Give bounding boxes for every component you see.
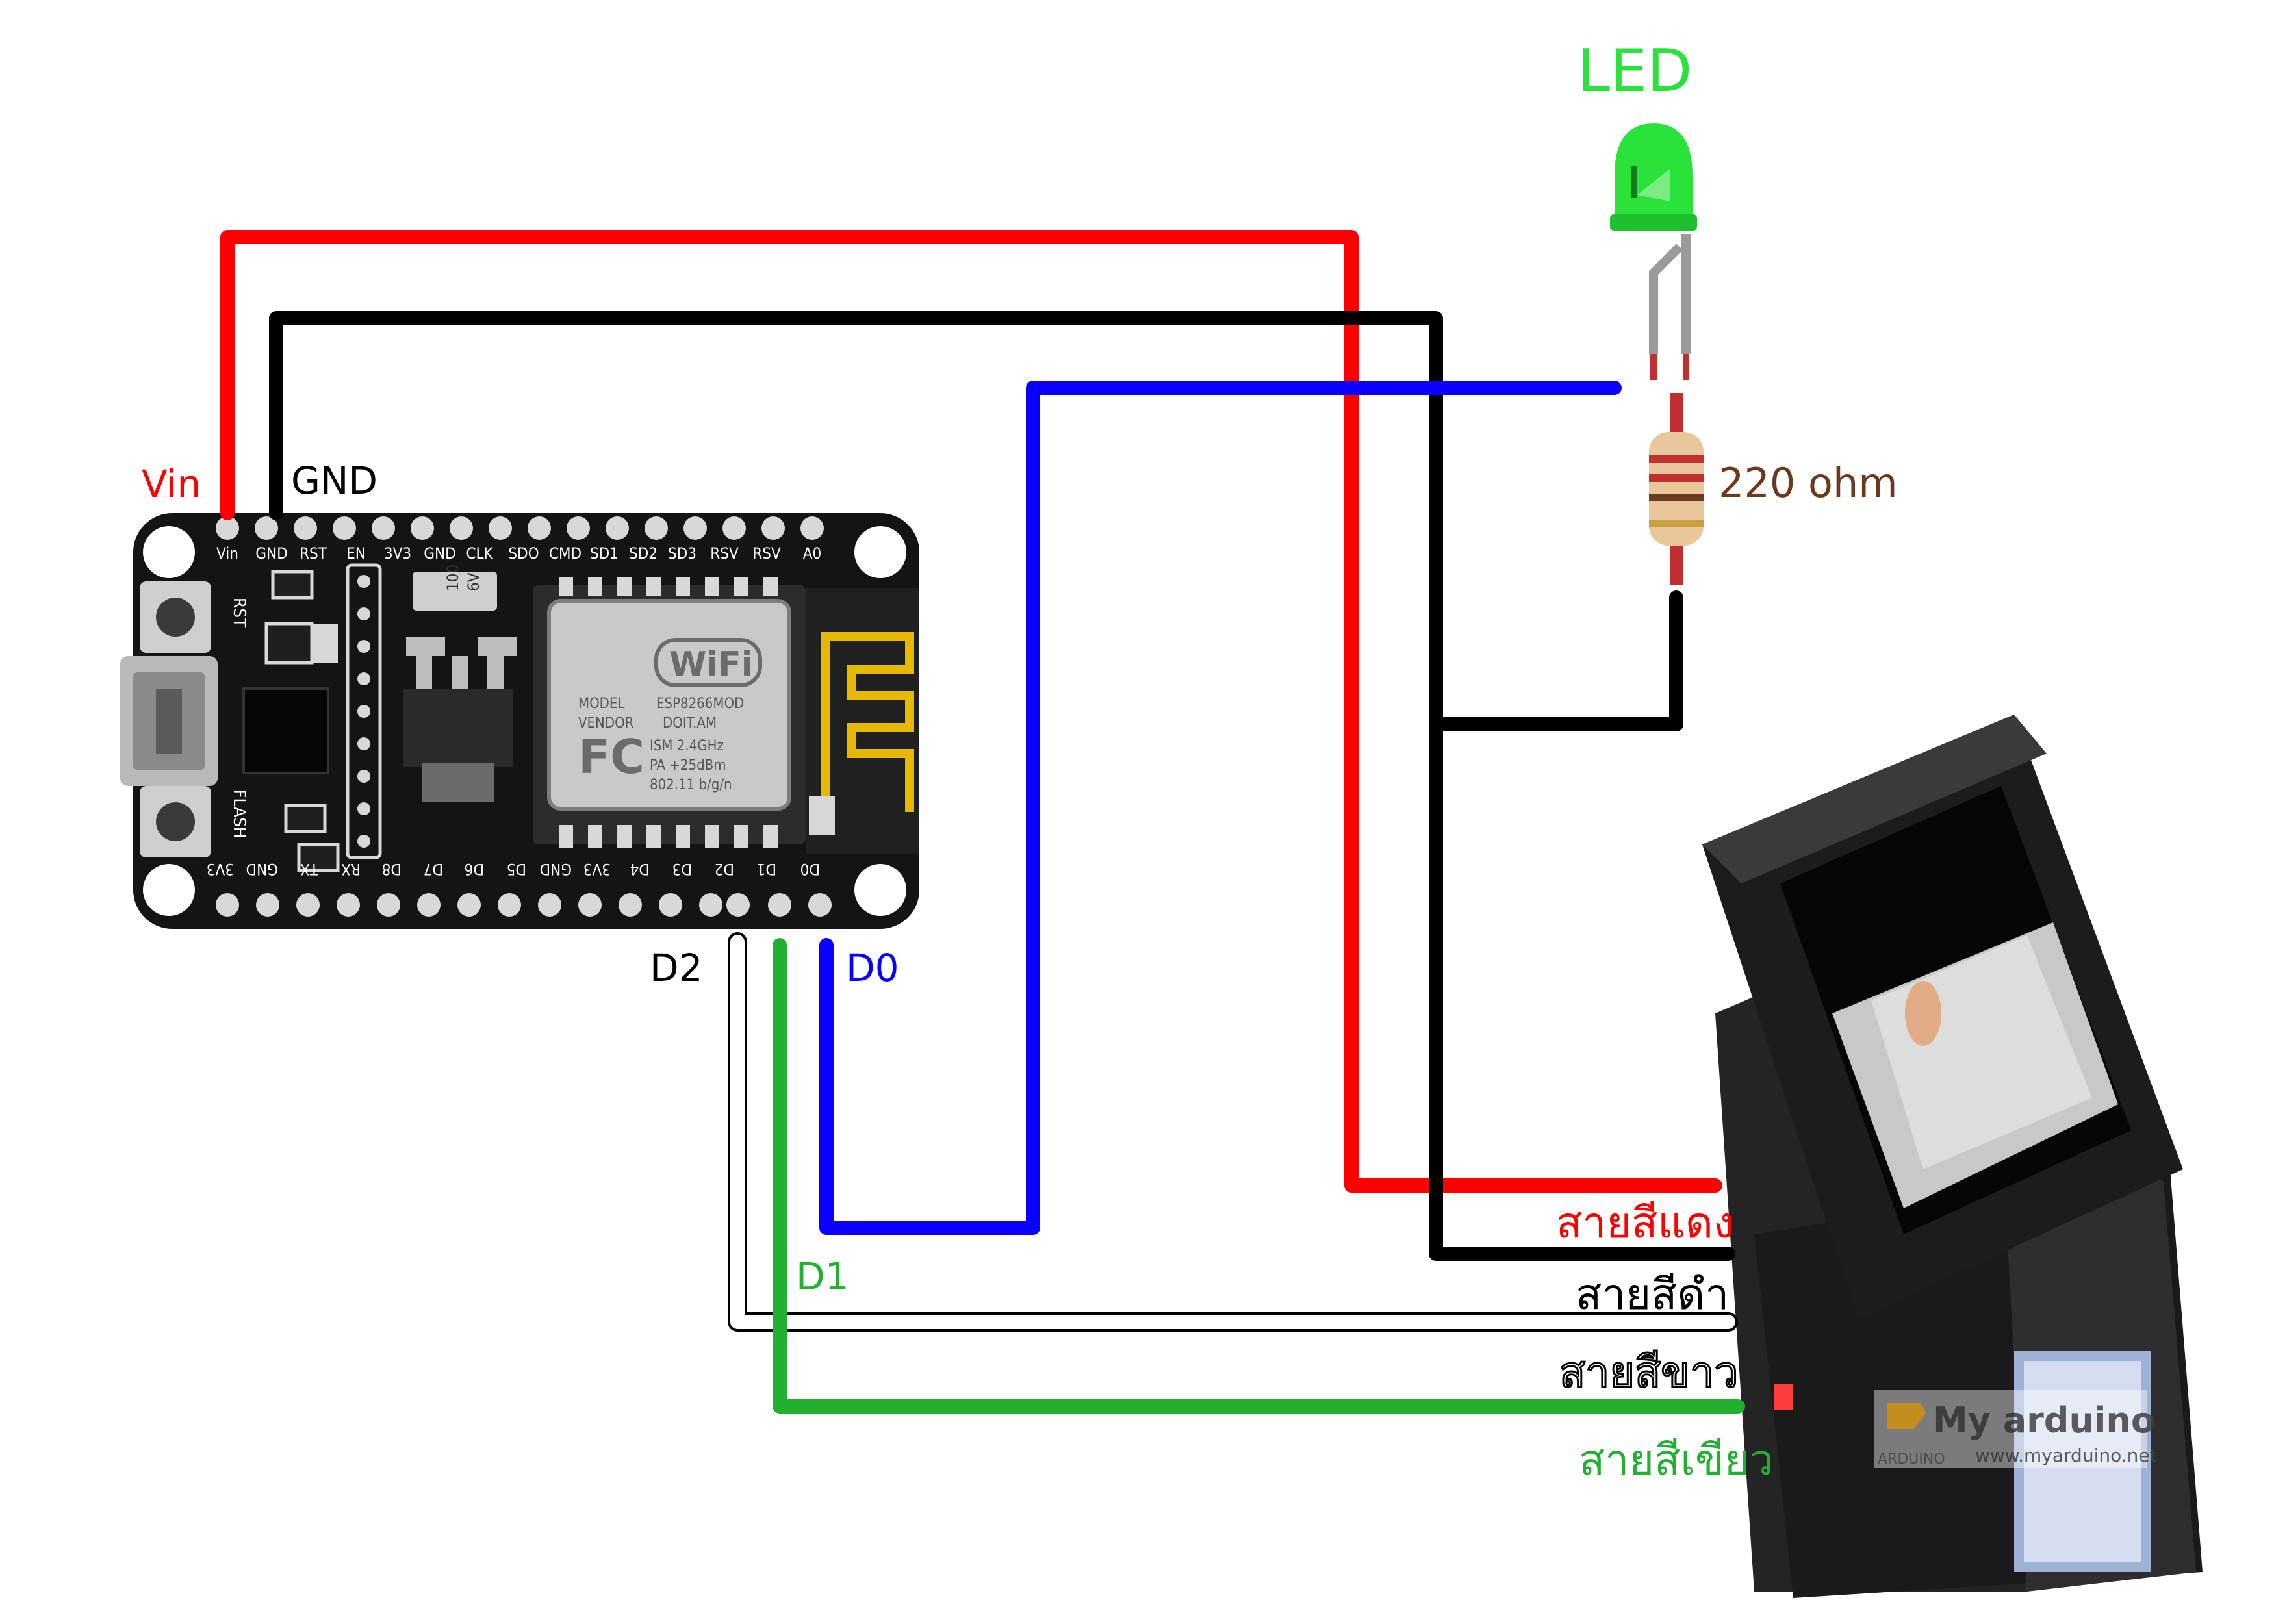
top-pin-header [216,516,824,540]
capacitor [413,572,497,611]
svg-text:D0: D0 [800,860,820,878]
svg-text:VENDOR: VENDOR [578,715,634,731]
gnd-label: GND [291,459,377,503]
d2-label: D2 [650,946,703,990]
svg-text:100: 100 [444,565,462,591]
red-wire-label: สายสีแดง [1556,1198,1734,1248]
watermark-url: www.myarduino.net [1975,1445,2157,1466]
svg-text:3V3: 3V3 [207,860,234,878]
svg-text:3V3: 3V3 [583,860,611,878]
white-wire-outline [728,932,1738,1332]
black-wire [269,311,1735,1261]
svg-text:CMD: CMD [549,544,581,563]
rst-label: RST [229,598,249,628]
svg-text:EN: EN [346,544,366,563]
wires [220,230,1745,1414]
fc-logo: FC [578,730,645,784]
svg-text:RX: RX [341,860,361,878]
bottom-pin-labels: 3V3 GND TX RX D8 D7 D6 D5 GND 3V3 D4 D3 … [207,860,820,878]
mount-hole [854,864,906,916]
watermark-small: ARDUINO [1878,1451,1945,1467]
mount-hole [854,526,906,578]
svg-text:RSV: RSV [752,544,781,563]
fingerprint-sensor [1702,715,2203,1598]
svg-text:D7: D7 [424,860,443,878]
svg-text:TX: TX [300,860,319,878]
d1-label: D1 [796,1254,849,1299]
wifi-logo: WiFi [669,645,753,684]
svg-text:MODEL: MODEL [578,696,624,712]
svg-text:A0: A0 [803,544,822,563]
svg-text:D6: D6 [465,860,484,878]
module-shield [547,599,791,811]
white-wire [730,935,1735,1329]
green-wire [773,938,1745,1414]
watermark-title: My arduino [1933,1400,2155,1441]
svg-text:D1: D1 [757,860,776,878]
white-wire-label: สายสีขาว [1559,1347,1739,1397]
vin-label: Vin [142,462,201,506]
svg-text:ESP8266MOD: ESP8266MOD [656,696,744,712]
resistor-220-ohm [1649,393,1704,585]
svg-text:SD3: SD3 [668,544,696,563]
svg-text:D8: D8 [382,860,402,878]
flash-label: FLASH [229,789,249,839]
black-wire-branch [1429,590,1683,731]
svg-text:ISM 2.4GHz: ISM 2.4GHz [650,738,724,754]
svg-text:GND: GND [255,544,288,563]
led-label: LED [1578,37,1692,105]
usb-serial-chip [242,687,329,774]
blue-wire [819,381,1622,1235]
svg-text:D4: D4 [630,860,650,878]
green-wire-label: สายสีเขียว [1579,1435,1774,1485]
resistor-label: 220 ohm [1718,459,1898,507]
svg-text:GND: GND [539,860,572,878]
svg-text:3V3: 3V3 [384,544,411,563]
svg-text:SDO: SDO [508,544,539,563]
svg-text:Vin: Vin [216,544,238,563]
svg-text:SD1: SD1 [590,544,619,563]
svg-text:SD2: SD2 [629,544,658,563]
svg-text:DOIT.AM: DOIT.AM [663,715,717,731]
voltage-regulator [403,689,513,767]
mount-hole [143,864,195,916]
svg-text:CLK: CLK [466,544,493,563]
d0-label: D0 [846,946,899,990]
svg-text:RST: RST [300,544,327,563]
black-wire-label: สายสีดำ [1576,1269,1729,1319]
svg-text:802.11 b/g/n: 802.11 b/g/n [650,777,732,793]
led-bulb [1615,123,1693,224]
led [1610,123,1697,380]
nodemcu-board: RST FLASH 100 6V [120,513,919,929]
svg-text:GND: GND [246,860,278,878]
svg-text:6V: 6V [465,572,483,591]
mount-hole [143,526,195,578]
svg-text:PA +25dBm: PA +25dBm [650,757,726,774]
bottom-pin-header [216,893,832,917]
watermark: My arduino ARDUINO www.myarduino.net [1874,1390,2157,1468]
svg-text:D5: D5 [507,860,526,878]
module-text: MODEL ESP8266MOD VENDOR DOIT.AM ISM 2.4G… [578,696,744,793]
red-wire [220,230,1722,1193]
top-pin-labels: Vin GND RST EN 3V3 GND CLK SDO CMD SD1 S… [216,544,821,563]
svg-text:D3: D3 [672,860,692,878]
svg-text:GND: GND [424,544,456,563]
svg-text:D2: D2 [715,860,734,878]
svg-text:RSV: RSV [710,544,739,563]
